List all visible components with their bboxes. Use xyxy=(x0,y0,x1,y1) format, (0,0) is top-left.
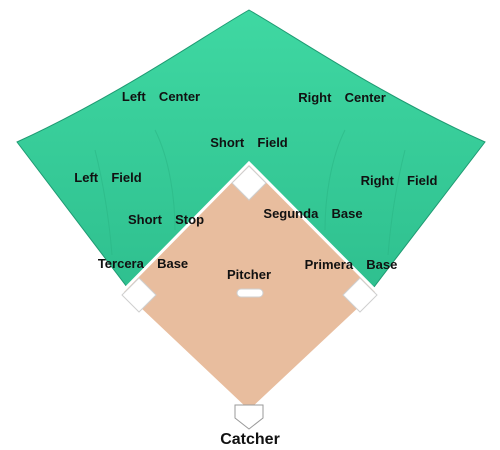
label-right-field: Right Field xyxy=(360,173,438,188)
label-left-center: Left Center xyxy=(121,89,201,104)
label-short-stop: Short Stop xyxy=(127,212,205,227)
outfield-grass xyxy=(16,9,486,288)
label-segunda-base: Segunda Base xyxy=(263,206,363,221)
first-base xyxy=(342,277,378,313)
third-base xyxy=(121,277,157,313)
label-left-field: Left Field xyxy=(74,170,142,185)
label-short-field: Short Field xyxy=(210,135,288,150)
label-primera-base: Primera Base xyxy=(304,257,398,272)
pitcher-rubber xyxy=(236,288,264,298)
label-pitcher: Pitcher xyxy=(226,267,272,282)
second-base xyxy=(231,165,267,201)
label-tercera-base: Tercera Base xyxy=(97,256,189,271)
label-catcher: Catcher xyxy=(220,431,280,448)
home-plate xyxy=(234,404,264,430)
label-right-center: Right Center xyxy=(298,90,386,105)
grass-shading xyxy=(94,129,406,256)
